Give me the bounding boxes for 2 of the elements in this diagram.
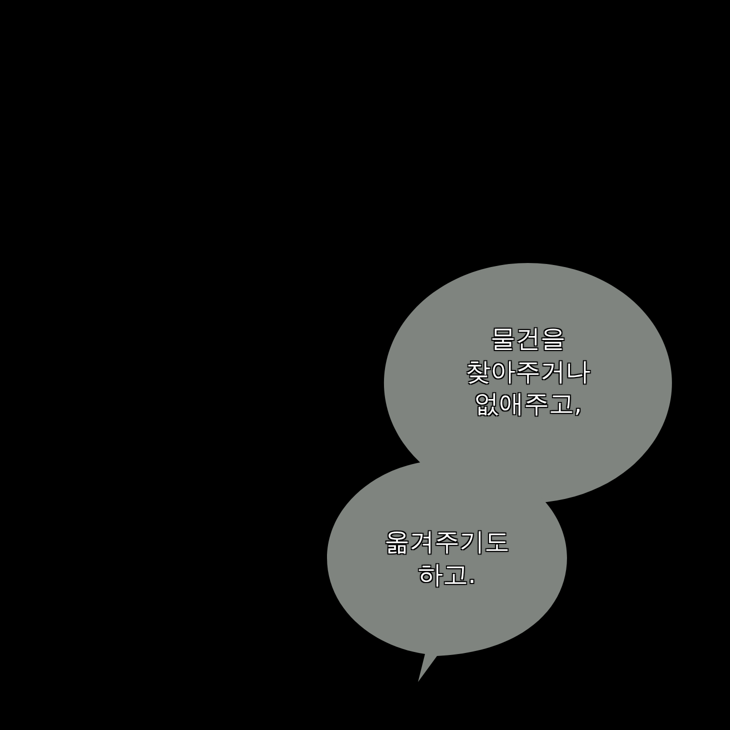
dialogue-text: 옮겨주기도 하고. (384, 526, 510, 590)
dialogue-text: 물건을 찾아주거나 없애주고, (464, 323, 592, 420)
